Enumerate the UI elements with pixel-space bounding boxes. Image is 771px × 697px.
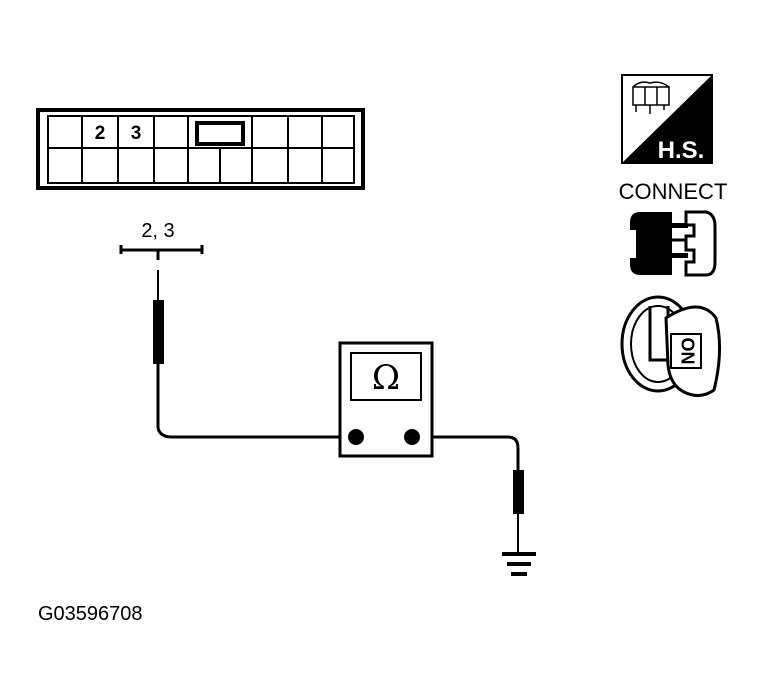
probe-terminal-marker: 2, 3 — [119, 220, 204, 260]
hs-label: H.S. — [658, 137, 705, 164]
meter-terminal-left — [348, 429, 364, 445]
figure-code: G03596708 — [38, 603, 143, 625]
connector-pin-2-label: 2 — [95, 123, 106, 144]
ground-icon — [502, 552, 536, 576]
ohm-symbol: Ω — [372, 358, 400, 398]
ohmmeter: Ω — [338, 341, 434, 458]
right-test-lead — [432, 435, 524, 552]
connected-connector-icon — [630, 210, 717, 277]
ignition-on-icon: ON — [620, 295, 722, 397]
left-test-lead — [153, 270, 340, 439]
harness-connector: 2 3 — [36, 108, 365, 190]
meter-terminal-right — [404, 429, 420, 445]
connector-pin-3-label: 3 — [131, 123, 142, 144]
connect-label: CONNECT — [619, 179, 728, 204]
ignition-on-label: ON — [677, 338, 697, 365]
probe-terminal-label: 2, 3 — [141, 220, 174, 242]
harness-side-icon: H.S. — [621, 74, 713, 164]
